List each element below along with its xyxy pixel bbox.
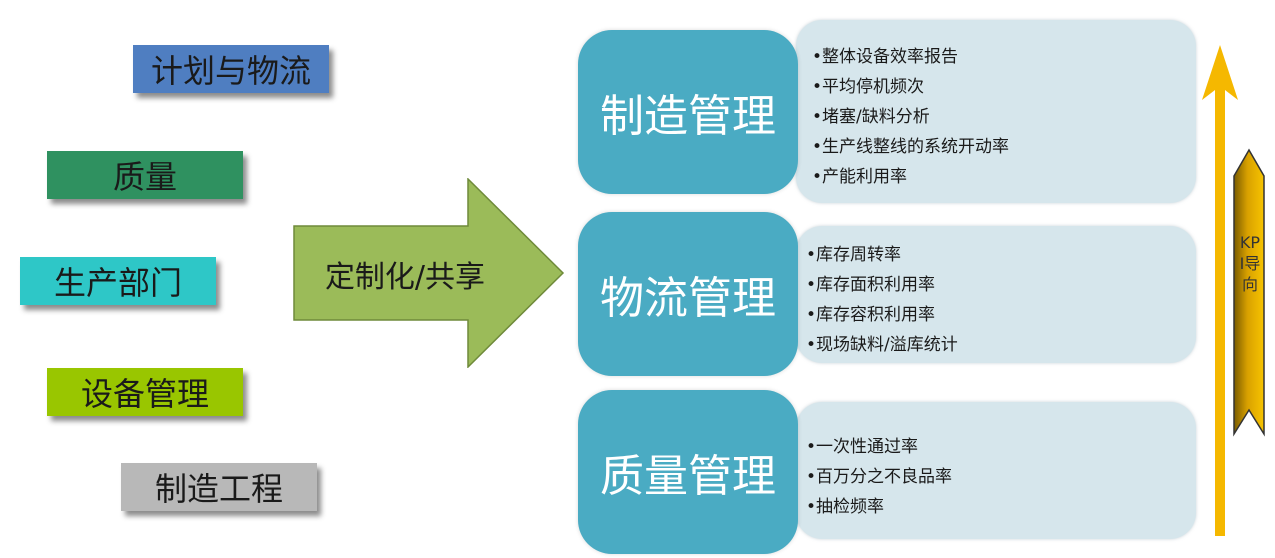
customize-share-arrow	[293, 178, 565, 368]
metric-item: •库存周转率	[806, 245, 902, 265]
arrow-label: 定制化/共享	[324, 260, 486, 295]
metric-item: •百万分之不良品率	[806, 467, 953, 487]
manufacturing-management-title: 制造管理	[578, 30, 798, 194]
dept-manufacturing-engineering: 制造工程	[121, 463, 317, 511]
quality-management-title: 质量管理	[578, 390, 798, 554]
kpi-up-arrow-icon	[1202, 45, 1238, 536]
metric-item: •整体设备效率报告	[812, 47, 959, 67]
dept-production: 生产部门	[20, 257, 216, 305]
logistics-management-title: 物流管理	[578, 212, 798, 376]
metric-item: •生产线整线的系统开动率	[812, 137, 1010, 157]
dept-planning-logistics: 计划与物流	[133, 45, 329, 93]
dept-equipment: 设备管理	[47, 368, 243, 416]
metric-item: •库存容积利用率	[806, 305, 936, 325]
quality-metrics-panel	[796, 402, 1196, 539]
kpi-guidance-label: KPI导向	[1239, 233, 1261, 294]
kpi-guidance-tag	[1233, 148, 1265, 437]
logistics-metrics-panel	[796, 226, 1196, 363]
metric-item: •库存面积利用率	[806, 275, 936, 295]
metric-item: •产能利用率	[812, 167, 908, 187]
metric-item: •一次性通过率	[806, 437, 919, 457]
dept-quality: 质量	[47, 151, 243, 199]
metric-item: •堵塞/缺料分析	[812, 107, 930, 127]
metric-item: •现场缺料/溢库统计	[806, 335, 958, 355]
manufacturing-metrics-panel	[796, 20, 1196, 203]
metric-item: •平均停机频次	[812, 77, 925, 97]
metric-item: •抽检频率	[806, 497, 885, 517]
